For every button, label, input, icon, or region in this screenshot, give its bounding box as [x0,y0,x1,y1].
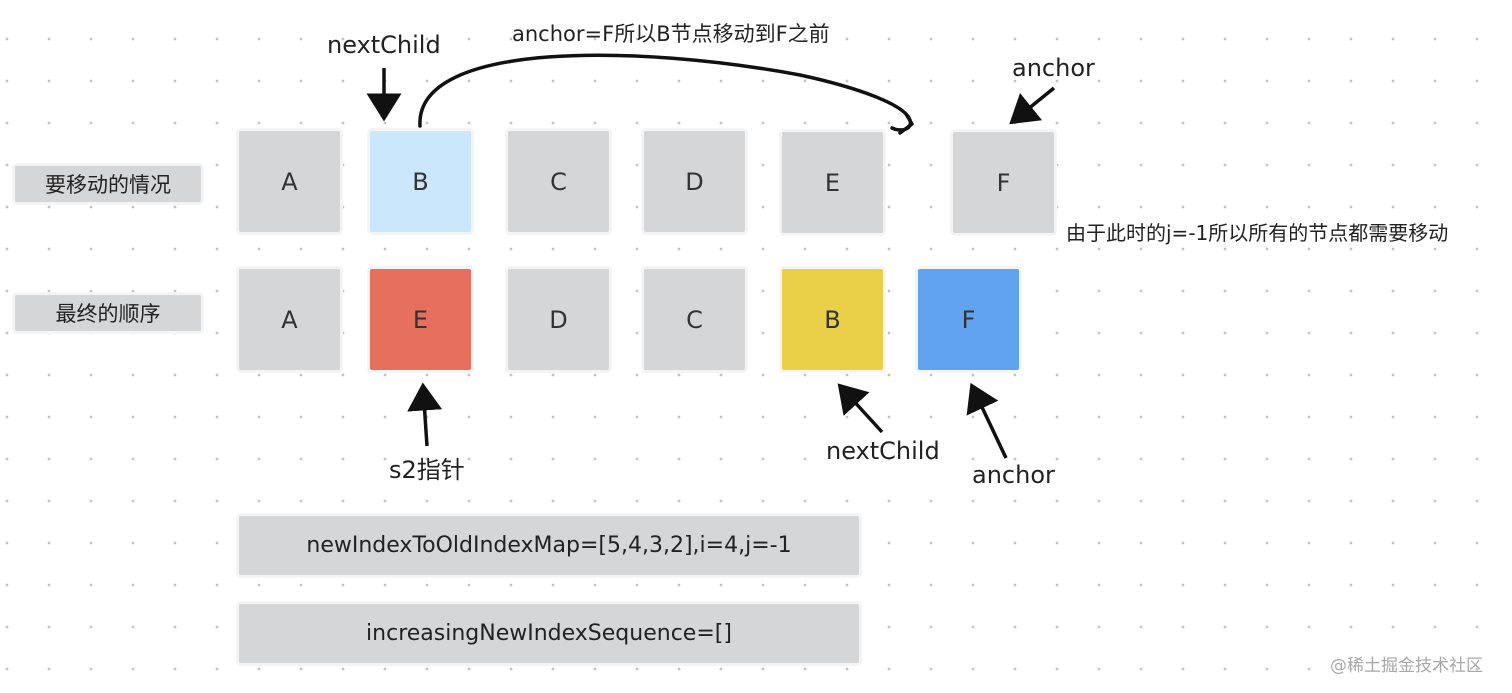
arrow-move-head [898,112,914,135]
anchor-bottom-label: anchor [972,461,1055,489]
arrow-s2-pointer [407,382,443,447]
node-row1-c: C [505,128,612,235]
move-note: anchor=F所以B节点移动到F之前 [512,22,830,46]
node-row1-a: A [236,128,343,235]
arrow-next-child-bottom [837,383,884,434]
arrow-anchor-top [1009,86,1056,125]
watermark: @稀土掘金技术社区 [1330,656,1483,676]
sequence-box: increasingNewIndexSequence=[] [236,601,862,666]
row-label-move: 要移动的情况 [12,163,204,205]
node-row1-d: D [641,128,748,235]
index-map-box: newIndexToOldIndexMap=[5,4,3,2],i=4,j=-1 [236,513,862,578]
node-row1-b: B [367,128,474,235]
node-row1-f: F [950,129,1057,236]
arrow-anchor-bottom [966,382,1008,459]
next-child-bottom-label: nextChild [826,437,940,465]
node-row2-b: B [779,266,886,373]
next-child-top-label: nextChild [327,31,441,59]
all-move-note: 由于此时的j=-1所以所有的节点都需要移动 [1066,221,1449,245]
row-label-final: 最终的顺序 [12,292,204,334]
anchor-top-label: anchor [1012,54,1095,82]
node-row2-e: E [367,266,474,373]
arrow-move-b-to-f [418,53,913,132]
s2-pointer-label: s2指针 [389,456,465,484]
node-row2-c: C [641,266,748,373]
node-row2-f: F [915,266,1022,373]
node-row1-e: E [779,129,886,236]
node-row2-d: D [505,266,612,373]
node-row2-a: A [236,266,343,373]
